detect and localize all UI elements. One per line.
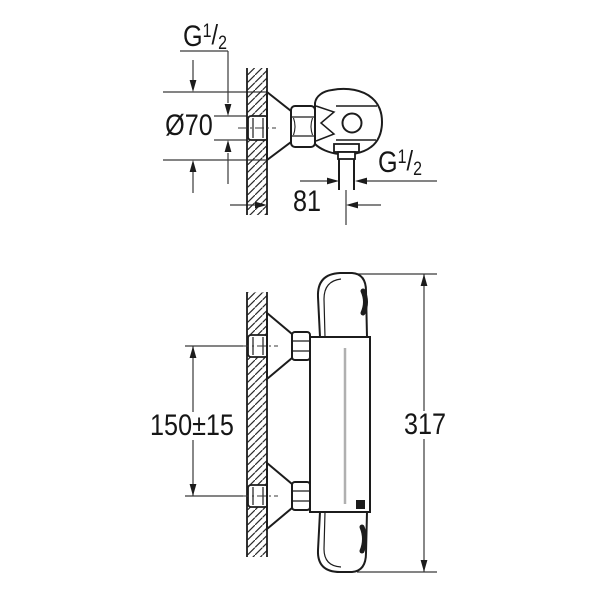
mixer-body: [309, 336, 371, 513]
wall-section-top-view: [246, 68, 268, 215]
inlet-thread-numerator: 1: [202, 21, 212, 42]
top-view-arrowheads: [189, 80, 367, 209]
inlet-thread-denominator: 2: [218, 33, 227, 54]
outlet-connection-top-view: [333, 143, 360, 190]
label-escutcheon-diameter: Ø70: [165, 109, 213, 142]
inlet-centerlines-profile: [240, 345, 278, 497]
top-view-connection-detail: [163, 50, 437, 225]
profile-arrowheads: [189, 274, 428, 572]
thread-leader-line: [180, 50, 229, 103]
label-outlet-thread: G1/2: [378, 145, 422, 180]
temperature-handle: [316, 511, 368, 573]
front-profile-view: [185, 272, 437, 573]
inlet-spacing-extension-lines: [185, 345, 243, 497]
inlet-thread-slash: /: [211, 19, 219, 50]
label-wall-to-outlet: 81: [292, 185, 322, 218]
hex-union-nut-top-view: [290, 105, 316, 148]
label-inlet-thread: G1/2: [183, 19, 227, 54]
outlet-thread-denominator: 2: [413, 159, 422, 180]
outlet-thread-slash: /: [406, 145, 414, 176]
outlet-pipe: [338, 159, 355, 190]
label-overall-height: 317: [403, 408, 447, 441]
temperature-handle-outline: [316, 511, 368, 573]
outlet-thread-numerator: 1: [397, 147, 407, 168]
outlet-thread-prefix: G: [378, 146, 398, 179]
shutoff-handle: [316, 272, 368, 338]
temperature-handle-contour: [323, 511, 342, 568]
shutoff-handle-contour: [323, 278, 342, 338]
temperature-handle-grip-mark: [359, 524, 367, 554]
upper-inlet-union: [247, 310, 311, 382]
lower-inlet-union: [247, 460, 311, 532]
top-view-dimension-lines: [163, 50, 437, 225]
valve-body-notch: [315, 105, 336, 142]
inlet-thread-prefix: G: [183, 20, 203, 53]
wall-hatching: [247, 68, 267, 215]
mixer-body-outline: [309, 336, 371, 513]
shutoff-handle-outline: [316, 272, 368, 338]
safety-stop-button: [356, 500, 365, 509]
escutcheon-cone-top-view: [266, 89, 292, 162]
nut-extension-lines: [214, 115, 247, 141]
label-inlet-spacing: 150±15: [150, 409, 234, 442]
wall-hatching-profile: [247, 292, 267, 557]
valve-body-screw: [341, 112, 363, 134]
valve-body-band-lines: [336, 105, 377, 141]
wall-section-profile: [246, 292, 268, 557]
profile-dimension-lines: [185, 273, 437, 573]
shutoff-handle-grip-mark: [360, 288, 368, 316]
